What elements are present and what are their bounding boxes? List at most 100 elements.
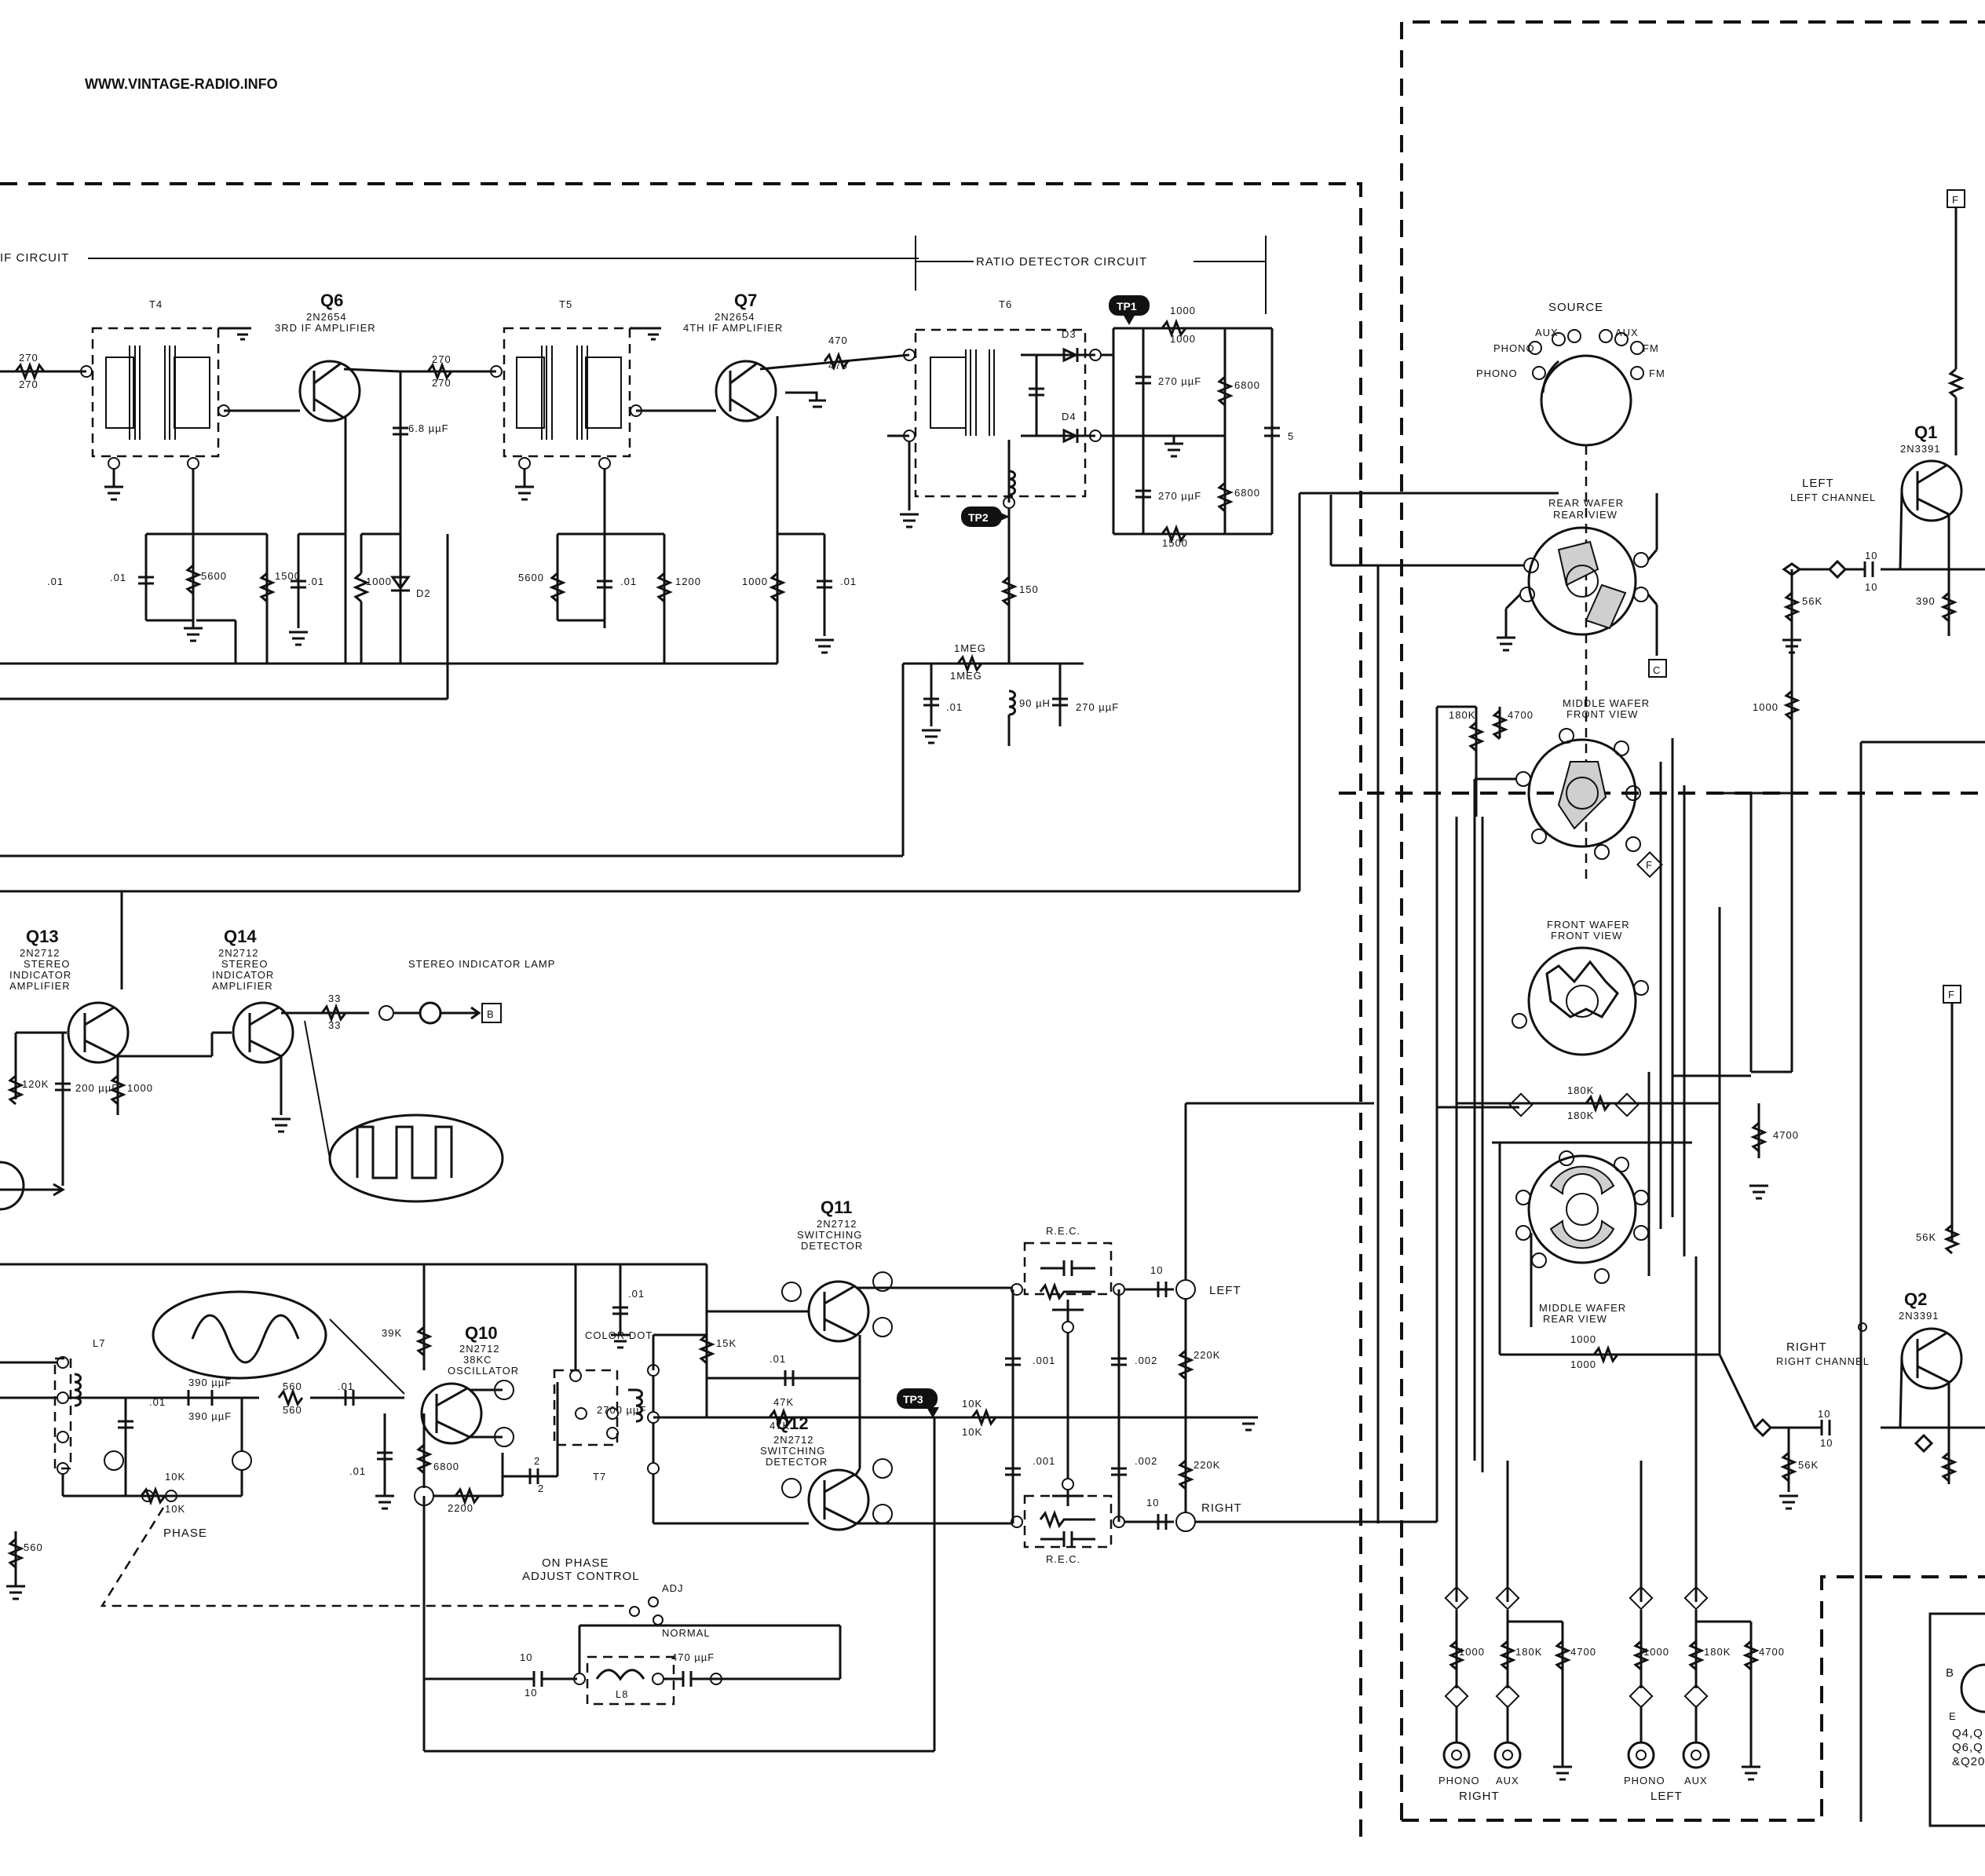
svg-text:4700: 4700 bbox=[1759, 1646, 1785, 1658]
svg-text:.002: .002 bbox=[1135, 1455, 1157, 1467]
preamp-stage: F Q1 2N3391 LEFT LEFT CHANNEL 10 10 1000… bbox=[1718, 189, 1985, 1822]
svg-text:DETECTOR: DETECTOR bbox=[801, 1240, 863, 1252]
svg-text:PHONO: PHONO bbox=[1624, 1775, 1665, 1786]
svg-text:4700: 4700 bbox=[1773, 1129, 1799, 1141]
svg-text:10: 10 bbox=[1150, 1264, 1163, 1276]
svg-text:Q14: Q14 bbox=[224, 927, 257, 946]
transistor-Q14 bbox=[232, 1001, 294, 1064]
transistor-Q12 bbox=[807, 1468, 870, 1531]
svg-text:Q6,Q: Q6,Q bbox=[1952, 1741, 1983, 1754]
svg-text:.01: .01 bbox=[628, 1288, 645, 1300]
svg-text:270: 270 bbox=[432, 353, 451, 365]
transistor-Q10 bbox=[420, 1382, 483, 1445]
svg-text:STEREO INDICATOR LAMP: STEREO INDICATOR LAMP bbox=[408, 958, 555, 970]
transformer-T6 bbox=[914, 328, 1087, 498]
svg-text:R.E.C.: R.E.C. bbox=[1046, 1553, 1080, 1565]
transistor-Q11 bbox=[807, 1280, 870, 1343]
svg-text:3RD IF AMPLIFIER: 3RD IF AMPLIFIER bbox=[275, 322, 376, 334]
svg-text:10: 10 bbox=[1865, 550, 1877, 561]
svg-text:2N2712: 2N2712 bbox=[773, 1434, 814, 1446]
svg-text:C: C bbox=[1653, 664, 1661, 676]
svg-text:.01: .01 bbox=[149, 1396, 166, 1408]
svg-text:56K: 56K bbox=[1798, 1459, 1819, 1471]
svg-text:220K: 220K bbox=[1194, 1349, 1220, 1361]
svg-text:270 µµF: 270 µµF bbox=[1158, 375, 1201, 387]
svg-text:560: 560 bbox=[24, 1541, 43, 1553]
svg-text:Q12: Q12 bbox=[776, 1413, 809, 1433]
svg-text:F: F bbox=[1952, 194, 1959, 206]
svg-text:390 µµF: 390 µµF bbox=[188, 1410, 232, 1422]
svg-text:LEFT: LEFT bbox=[1209, 1284, 1241, 1297]
svg-text:Q4,Q: Q4,Q bbox=[1952, 1727, 1983, 1740]
svg-text:F: F bbox=[1646, 859, 1653, 871]
svg-text:D3: D3 bbox=[1062, 328, 1077, 340]
svg-text:2: 2 bbox=[534, 1455, 540, 1467]
svg-text:AUX: AUX bbox=[1615, 327, 1639, 338]
svg-text:10: 10 bbox=[525, 1687, 537, 1699]
svg-text:Q11: Q11 bbox=[821, 1198, 852, 1217]
svg-text:560: 560 bbox=[283, 1404, 302, 1416]
svg-text:180K: 180K bbox=[1515, 1646, 1542, 1658]
svg-text:NORMAL: NORMAL bbox=[662, 1627, 711, 1639]
svg-text:270: 270 bbox=[19, 352, 38, 364]
svg-text:REAR WAFER: REAR WAFER bbox=[1548, 497, 1624, 509]
svg-text:2N3391: 2N3391 bbox=[1899, 1310, 1939, 1322]
svg-text:PHONO: PHONO bbox=[1476, 368, 1518, 379]
svg-text:REAR VIEW: REAR VIEW bbox=[1553, 509, 1618, 521]
svg-text:Q2: Q2 bbox=[1904, 1289, 1927, 1309]
svg-text:D2: D2 bbox=[416, 587, 431, 599]
svg-text:1000: 1000 bbox=[1753, 701, 1778, 713]
svg-text:B: B bbox=[1946, 1666, 1954, 1680]
svg-text:470: 470 bbox=[828, 335, 848, 346]
transistor-Q13 bbox=[67, 1001, 130, 1064]
svg-text:2200: 2200 bbox=[448, 1502, 473, 1514]
svg-text:D4: D4 bbox=[1062, 411, 1077, 422]
svg-text:.01: .01 bbox=[840, 576, 857, 587]
stereo-indicator: Q13 2N2712 STEREO INDICATOR AMPLIFIER 12… bbox=[0, 891, 707, 1266]
svg-text:Q10: Q10 bbox=[465, 1323, 498, 1343]
svg-text:4700: 4700 bbox=[1508, 709, 1534, 721]
svg-text:Q6: Q6 bbox=[320, 291, 343, 310]
if-circuit-label: IF CIRCUIT bbox=[0, 251, 69, 265]
svg-text:6800: 6800 bbox=[1234, 379, 1260, 391]
svg-text:6800: 6800 bbox=[433, 1461, 459, 1472]
svg-text:10: 10 bbox=[1818, 1408, 1830, 1420]
svg-text:1000: 1000 bbox=[1570, 1333, 1596, 1345]
svg-text:INDICATOR: INDICATOR bbox=[9, 969, 71, 981]
if-stage: 270 270 T4 Q6 2N2654 3RD IF AMPLIFIER 27… bbox=[0, 291, 910, 700]
svg-text:T7: T7 bbox=[593, 1471, 606, 1483]
svg-text:120K: 120K bbox=[22, 1078, 49, 1090]
svg-text:270: 270 bbox=[19, 378, 38, 390]
svg-text:2N3391: 2N3391 bbox=[1900, 443, 1941, 455]
svg-text:10K: 10K bbox=[165, 1471, 185, 1483]
svg-text:REAR VIEW: REAR VIEW bbox=[1543, 1313, 1607, 1325]
svg-text:560: 560 bbox=[283, 1380, 302, 1392]
svg-text:PHONO: PHONO bbox=[1493, 342, 1535, 354]
svg-text:Q1: Q1 bbox=[1914, 422, 1937, 442]
svg-text:R.E.C.: R.E.C. bbox=[1046, 1225, 1080, 1237]
svg-text:AMPLIFIER: AMPLIFIER bbox=[212, 980, 273, 992]
svg-text:47K: 47K bbox=[770, 1420, 790, 1432]
svg-text:10: 10 bbox=[1865, 581, 1877, 593]
svg-text:LEFT CHANNEL: LEFT CHANNEL bbox=[1790, 492, 1876, 503]
svg-text:T4: T4 bbox=[149, 298, 163, 310]
svg-text:FRONT VIEW: FRONT VIEW bbox=[1566, 708, 1638, 720]
oscillator: L7 .01 10K 10K PHASE 390 µµF 390 µµF 560… bbox=[0, 1102, 1437, 1753]
svg-text:.01: .01 bbox=[47, 576, 64, 587]
svg-text:.01: .01 bbox=[308, 576, 324, 587]
svg-text:DETECTOR: DETECTOR bbox=[766, 1456, 828, 1468]
svg-text:390: 390 bbox=[1916, 595, 1936, 607]
svg-text:6800: 6800 bbox=[1234, 487, 1260, 499]
svg-text:1000: 1000 bbox=[1170, 333, 1196, 345]
svg-text:1000: 1000 bbox=[366, 576, 392, 587]
svg-text:1MEG: 1MEG bbox=[950, 670, 982, 682]
svg-text:1000: 1000 bbox=[742, 576, 768, 587]
svg-text:E: E bbox=[1949, 1710, 1957, 1722]
svg-text:5600: 5600 bbox=[201, 570, 227, 582]
svg-text:F: F bbox=[1948, 989, 1955, 1000]
svg-text:L8: L8 bbox=[616, 1688, 628, 1700]
svg-text:150: 150 bbox=[1019, 583, 1039, 595]
svg-text:Q7: Q7 bbox=[734, 291, 757, 310]
svg-text:SWITCHING: SWITCHING bbox=[797, 1229, 862, 1241]
